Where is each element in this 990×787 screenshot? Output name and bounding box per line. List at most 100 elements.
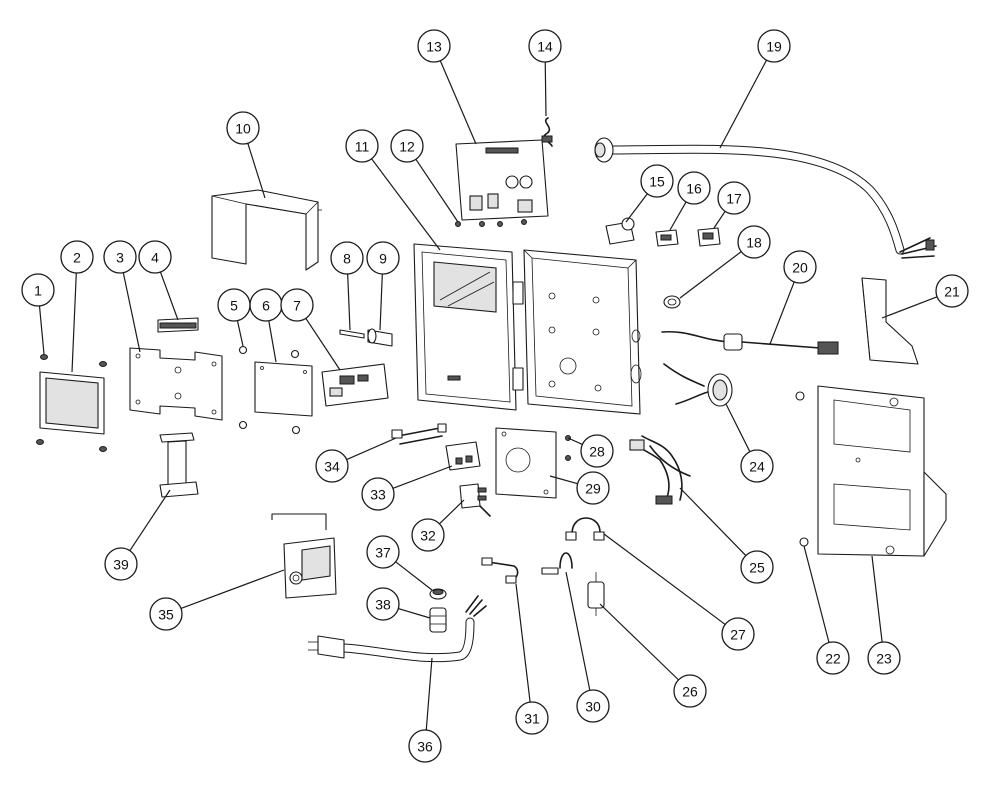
callout-number: 20 xyxy=(792,260,808,276)
callout-number: 29 xyxy=(585,481,601,497)
callout-18: 18 xyxy=(737,225,771,259)
part-38-cord-grip xyxy=(429,607,447,633)
part-22-screws xyxy=(795,391,809,547)
callout-number: 30 xyxy=(585,699,601,715)
leader-line-11 xyxy=(371,158,441,251)
leader-line-30 xyxy=(565,571,591,691)
callout-circle xyxy=(580,434,614,468)
leader-line-17 xyxy=(713,210,726,229)
callout-number: 5 xyxy=(230,298,238,314)
callout-7: 7 xyxy=(280,288,314,322)
leader-line-5 xyxy=(236,320,244,347)
callout-28: 28 xyxy=(580,434,614,468)
callout-circle xyxy=(390,129,424,163)
callout-number: 24 xyxy=(749,459,765,475)
leader-line-20 xyxy=(769,281,795,345)
callout-circle xyxy=(103,240,137,274)
callout-number: 2 xyxy=(73,250,81,266)
callout-circle xyxy=(721,617,755,651)
part-11-enclosure xyxy=(413,243,642,415)
leader-line-7 xyxy=(305,318,341,371)
leader-line-37 xyxy=(395,561,433,591)
part-24-receptacle xyxy=(663,363,733,407)
callout-number: 7 xyxy=(293,298,301,314)
callout-number: 3 xyxy=(116,250,124,266)
callout-circle xyxy=(408,729,442,763)
callout-23: 23 xyxy=(867,641,901,675)
part-16-terminal xyxy=(655,229,679,247)
callout-circle xyxy=(867,641,901,675)
callout-circle xyxy=(366,241,400,275)
callout-21: 21 xyxy=(935,274,969,308)
leader-line-38 xyxy=(398,607,431,619)
callout-number: 37 xyxy=(375,545,391,561)
leader-line-19 xyxy=(719,59,768,149)
callout-number: 31 xyxy=(524,711,540,727)
callout-circle xyxy=(138,240,172,274)
callout-number: 23 xyxy=(876,651,892,667)
callout-number: 18 xyxy=(746,235,762,251)
leader-line-10 xyxy=(247,143,266,199)
part-33-contactor xyxy=(445,441,481,471)
callout-27: 27 xyxy=(721,617,755,651)
leader-line-27 xyxy=(603,533,726,625)
callout-circle xyxy=(576,689,610,723)
callout-39: 39 xyxy=(104,547,138,581)
part-35-switch-panel xyxy=(271,513,337,599)
leader-line-14 xyxy=(544,61,547,117)
callout-circle xyxy=(515,701,549,735)
callout-20: 20 xyxy=(783,250,817,284)
leader-line-15 xyxy=(625,193,648,223)
part-1-nuts xyxy=(36,354,107,452)
callout-number: 25 xyxy=(749,560,765,576)
leader-line-25 xyxy=(679,487,747,556)
part-36-power-cord xyxy=(308,595,487,663)
leader-line-9 xyxy=(379,273,383,331)
part-15-connector-housing xyxy=(605,217,635,245)
part-9-fuse-holder xyxy=(367,328,393,347)
callout-8: 8 xyxy=(330,241,364,275)
callout-12: 12 xyxy=(390,129,424,163)
callout-number: 14 xyxy=(537,39,553,55)
callout-30: 30 xyxy=(576,689,610,723)
callout-circle xyxy=(717,181,751,215)
part-25-wire-harness xyxy=(629,435,691,505)
leader-line-3 xyxy=(122,272,141,353)
callout-10: 10 xyxy=(226,111,260,145)
callout-25: 25 xyxy=(740,550,774,584)
callout-number: 6 xyxy=(262,298,270,314)
callout-13: 13 xyxy=(417,29,451,63)
part-26-capacitor xyxy=(587,572,605,616)
part-3-mounting-bracket xyxy=(129,347,223,421)
part-7-control-board xyxy=(321,363,389,407)
leader-line-12 xyxy=(415,158,459,223)
part-37-cap-nut xyxy=(429,588,447,600)
callout-circle xyxy=(60,240,94,274)
callout-1: 1 xyxy=(21,273,55,307)
callout-circle xyxy=(345,129,379,163)
callout-number: 27 xyxy=(730,627,746,643)
callout-number: 26 xyxy=(682,684,698,700)
callout-number: 11 xyxy=(355,139,370,155)
part-14-jumper-wire xyxy=(541,117,553,147)
callout-number: 9 xyxy=(379,251,387,267)
callout-number: 1 xyxy=(34,283,42,299)
callout-number: 8 xyxy=(343,251,351,267)
callout-26: 26 xyxy=(673,674,707,708)
callout-3: 3 xyxy=(103,240,137,274)
part-23-mounting-plate xyxy=(817,385,947,557)
callout-circle xyxy=(757,29,791,63)
leader-line-26 xyxy=(599,603,679,681)
leader-line-23 xyxy=(871,555,883,643)
callout-circle xyxy=(677,171,711,205)
callout-number: 10 xyxy=(235,121,251,137)
part-6-circuit-board xyxy=(254,361,313,417)
part-34-wire-leads xyxy=(391,423,447,445)
part-31-wire xyxy=(481,557,519,584)
leader-line-13 xyxy=(439,60,477,145)
callout-17: 17 xyxy=(717,181,751,215)
callout-circle xyxy=(935,274,969,308)
leader-line-28 xyxy=(567,437,583,446)
leader-line-29 xyxy=(549,475,578,485)
